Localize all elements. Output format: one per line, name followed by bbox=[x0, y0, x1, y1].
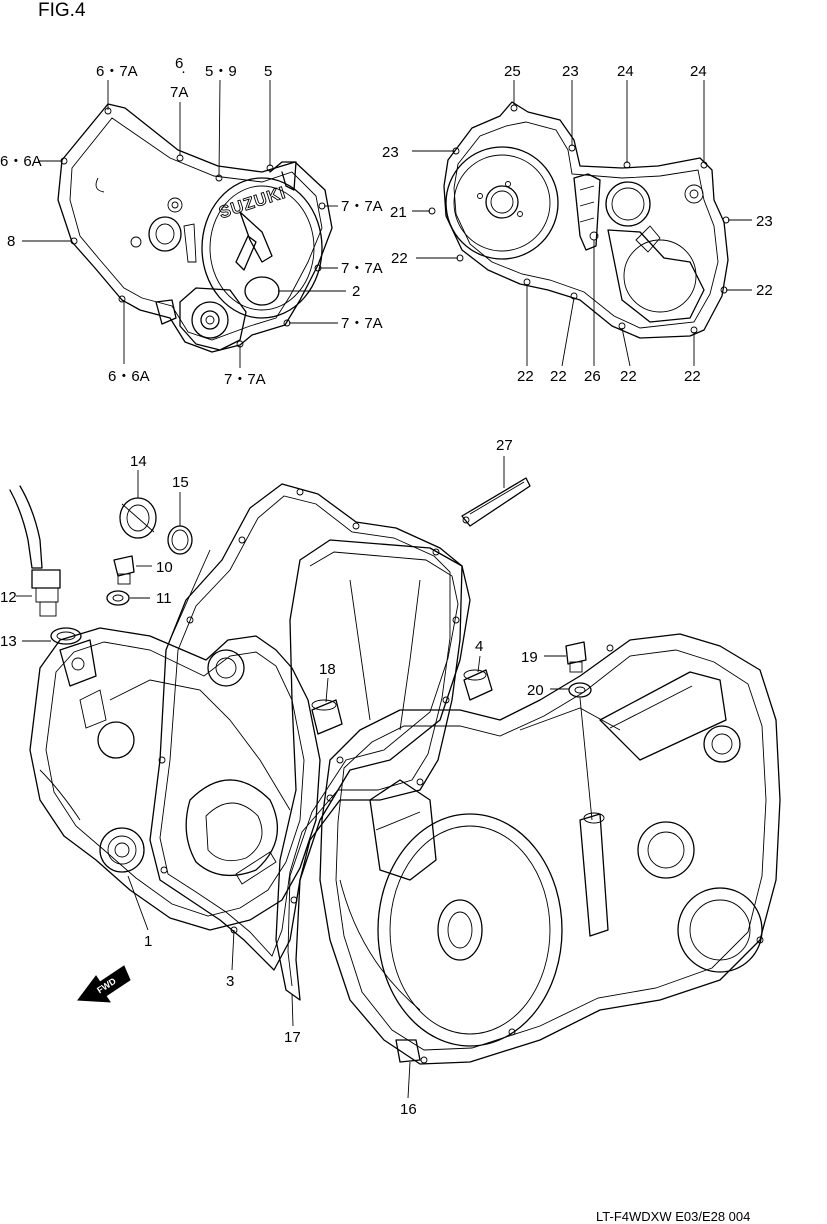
callout-7a: 7A bbox=[170, 84, 188, 101]
callout-7-7a-d: 7・7A bbox=[224, 371, 266, 388]
callout-6-6a-a: 6・6A bbox=[0, 153, 42, 170]
callout-6: 6 bbox=[175, 55, 183, 72]
callout-2-a: 2 bbox=[352, 283, 360, 300]
callout-13: 13 bbox=[0, 633, 17, 650]
callout-12: 12 bbox=[0, 589, 17, 606]
callout-16: 16 bbox=[400, 1101, 417, 1118]
callout-22-a: 22 bbox=[391, 250, 408, 267]
clutch-cover-leaders bbox=[22, 79, 346, 368]
callout-19: 19 bbox=[521, 649, 538, 666]
callout-24-b: 24 bbox=[690, 63, 707, 80]
callout-5: 5 bbox=[264, 63, 272, 80]
callout-15: 15 bbox=[172, 474, 189, 491]
callout-22-d: 22 bbox=[550, 368, 567, 385]
callout-17: 17 bbox=[284, 1029, 301, 1046]
callout-7-7a-b: 7・7A bbox=[341, 260, 383, 277]
callout-18: 18 bbox=[319, 661, 336, 678]
callout-20: 20 bbox=[527, 682, 544, 699]
callout-10: 10 bbox=[156, 559, 173, 576]
callout-24-a: 24 bbox=[617, 63, 634, 80]
callout-22-c: 22 bbox=[517, 368, 534, 385]
callout-7-7a-c: 7・7A bbox=[341, 315, 383, 332]
crankcase-left bbox=[29, 627, 321, 931]
callout-21: 21 bbox=[390, 204, 407, 221]
callout-6-7a-a: 6・7A bbox=[96, 63, 138, 80]
callout-1: 1 bbox=[144, 933, 152, 950]
center-gasket bbox=[275, 539, 471, 1001]
lower-leaders bbox=[16, 456, 593, 1099]
callout-6-6a-b: 6・6A bbox=[108, 368, 150, 385]
crankcase-gasket bbox=[149, 483, 463, 971]
clutch-cover-callouts: 6・7A 6 · 7A 5・9 5 6・6A 7・7A 8 7・7A 2 7・7… bbox=[0, 55, 383, 388]
callout-14: 14 bbox=[130, 453, 147, 470]
callout-7-7a-a: 7・7A bbox=[341, 198, 383, 215]
small-parts bbox=[9, 477, 592, 735]
generator-cover bbox=[428, 101, 730, 339]
callout-26: 26 bbox=[584, 368, 601, 385]
drawing-code: LT-F4WDXW E03/E28 004 bbox=[596, 1209, 750, 1224]
callout-23-c: 23 bbox=[756, 213, 773, 230]
callout-4: 4 bbox=[475, 638, 483, 655]
callout-8: 8 bbox=[7, 233, 15, 250]
callout-25: 25 bbox=[504, 63, 521, 80]
brand-lettering: SUZUKI bbox=[217, 183, 289, 222]
figure-label: FIG.4 bbox=[38, 0, 86, 21]
generator-cover-callouts: 25 23 24 24 23 21 23 22 22 22 22 26 22 2… bbox=[382, 63, 773, 385]
callout-22-b: 22 bbox=[756, 282, 773, 299]
callout-dot: · bbox=[181, 63, 186, 80]
callout-11: 11 bbox=[156, 590, 172, 607]
callout-5-9: 5・9 bbox=[205, 63, 237, 80]
callout-22-e: 22 bbox=[620, 368, 637, 385]
callout-3: 3 bbox=[226, 973, 234, 990]
callout-27: 27 bbox=[496, 437, 513, 454]
generator-cover-leaders bbox=[412, 80, 752, 367]
fwd-arrow-icon: FWD bbox=[77, 965, 131, 1003]
callout-23-b: 23 bbox=[382, 144, 399, 161]
callout-23-a: 23 bbox=[562, 63, 579, 80]
crankcase-right bbox=[319, 633, 781, 1065]
callout-22-f: 22 bbox=[684, 368, 701, 385]
lower-callouts: 27 14 15 10 12 11 13 19 20 4 18 1 3 17 1… bbox=[0, 437, 544, 1118]
clutch-cover: SUZUKI bbox=[57, 103, 333, 353]
